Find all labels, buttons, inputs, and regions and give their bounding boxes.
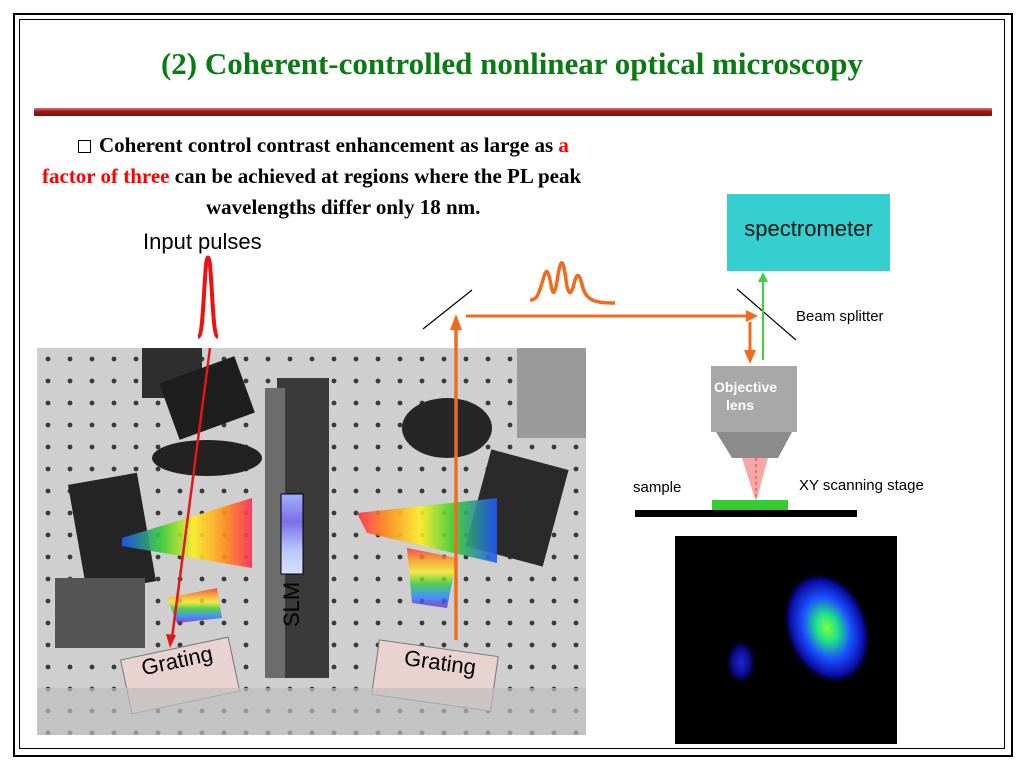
- setup-photo: [37, 348, 586, 735]
- objective-label-1: Objective: [714, 379, 777, 395]
- objective-lens-body: [711, 366, 797, 432]
- bullet-text: Coherent control contrast enhancement as…: [42, 130, 722, 223]
- bullet-part1: Coherent control contrast enhancement as…: [99, 133, 559, 157]
- bullet-highlight-factor: factor of three: [42, 164, 170, 188]
- beam-vertical-arrowhead: [450, 314, 462, 330]
- slide-border-inner: [19, 19, 1005, 749]
- bullet-part3: wavelengths differ only 18 nm.: [206, 195, 481, 219]
- xy-stage-label: XY scanning stage: [799, 477, 924, 494]
- beam-splitter-label: Beam splitter: [796, 308, 884, 325]
- objective-lens-tip: [716, 432, 792, 458]
- pl-spot-bright: [782, 571, 872, 685]
- slide-border-outer: [13, 13, 1013, 757]
- beam-splitter: [736, 288, 797, 341]
- input-pulses-label: Input pulses: [143, 229, 262, 254]
- pl-image: [675, 536, 897, 744]
- beam-arrowhead: [746, 310, 758, 322]
- objective-label-2: lens: [726, 397, 754, 413]
- focus-cone: [742, 458, 768, 502]
- return-beam-arrowhead: [758, 272, 768, 282]
- sample-slab: [712, 500, 788, 510]
- slide-title: (2) Coherent-controlled nonlinear optica…: [160, 46, 864, 81]
- spectrometer-box: spectrometer: [727, 194, 890, 271]
- bullet-highlight-a: a: [558, 133, 569, 157]
- title-divider: [34, 108, 992, 116]
- input-pulse-icon: [196, 255, 220, 339]
- mirror-left: [422, 289, 473, 330]
- spectrometer-label: spectrometer: [744, 215, 873, 241]
- bullet-part2: can be achieved at regions where the PL …: [169, 164, 582, 188]
- beam-down-arrowhead: [744, 350, 756, 364]
- shaped-pulse-icon: [529, 261, 616, 305]
- sample-label: sample: [633, 479, 682, 496]
- slm-panel: [280, 493, 304, 575]
- checkbox-bullet-icon: [78, 139, 91, 153]
- scanning-stage: [635, 510, 857, 517]
- pl-spot-dim: [725, 638, 757, 686]
